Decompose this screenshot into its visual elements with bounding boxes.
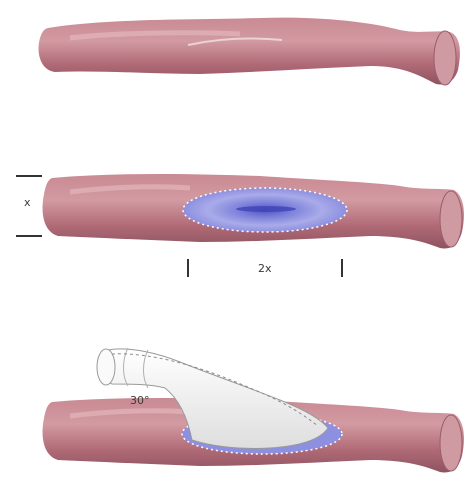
panel-step3-vessel: 30° [43,348,464,472]
panel-step1-vessel [39,18,460,85]
diameter-label: x [24,196,31,209]
vessel-end-opening [434,31,456,85]
angle-label: 30° [130,394,150,407]
vessel-body [39,18,460,85]
vessel-end-opening [440,191,462,247]
opening-length-label: 2x [258,262,272,275]
patch-incision [236,206,296,212]
vessel-end-opening [440,415,462,471]
panel-step2-vessel: x 2x [16,174,464,277]
